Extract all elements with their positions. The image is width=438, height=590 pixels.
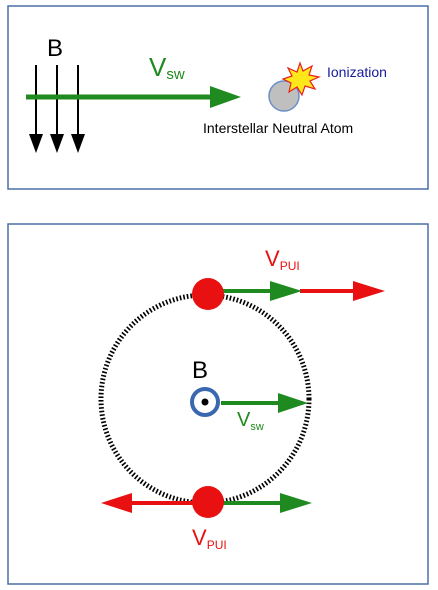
- center-vsw-label: Vsw: [237, 409, 264, 433]
- top-vsw-label: Vsw: [149, 52, 185, 83]
- top-panel: B Vsw Ionization Interstellar Neutral At…: [7, 5, 429, 190]
- top-b-label: B: [47, 35, 63, 62]
- magnetic-field-lines: [29, 65, 85, 153]
- top-vpui-arrowhead: [353, 281, 385, 301]
- bottom-vsw-arrowhead: [280, 493, 312, 513]
- field-arrowhead-left: [29, 134, 43, 153]
- top-pickup-ion: [192, 278, 224, 310]
- ionization-label: Ionization: [327, 64, 387, 80]
- neutral-atom-label: Interstellar Neutral Atom: [203, 120, 353, 136]
- center-solar-wind-arrowhead: [278, 393, 308, 413]
- bottom-vpui-arrowhead: [101, 493, 132, 513]
- bottom-pickup-ion-vectors: [101, 493, 312, 513]
- top-vsw-arrowhead: [270, 281, 302, 301]
- solar-wind-arrow: [26, 86, 241, 108]
- ionization-flash-icon: [281, 61, 321, 97]
- bottom-pickup-ion: [192, 486, 224, 518]
- bottom-panel: B Vsw VPUI VPUI: [7, 223, 429, 585]
- field-arrowhead-right: [71, 134, 85, 153]
- top-vpui-label: VPUI: [265, 246, 300, 273]
- magnetic-field-dot: [201, 398, 209, 406]
- center-solar-wind-arrow: [221, 393, 308, 413]
- solar-wind-arrowhead: [210, 86, 241, 108]
- bottom-vpui-label: VPUI: [192, 525, 227, 552]
- bottom-b-label: B: [192, 357, 208, 384]
- field-arrowhead-middle: [50, 134, 64, 153]
- top-pickup-ion-vectors: [222, 281, 385, 301]
